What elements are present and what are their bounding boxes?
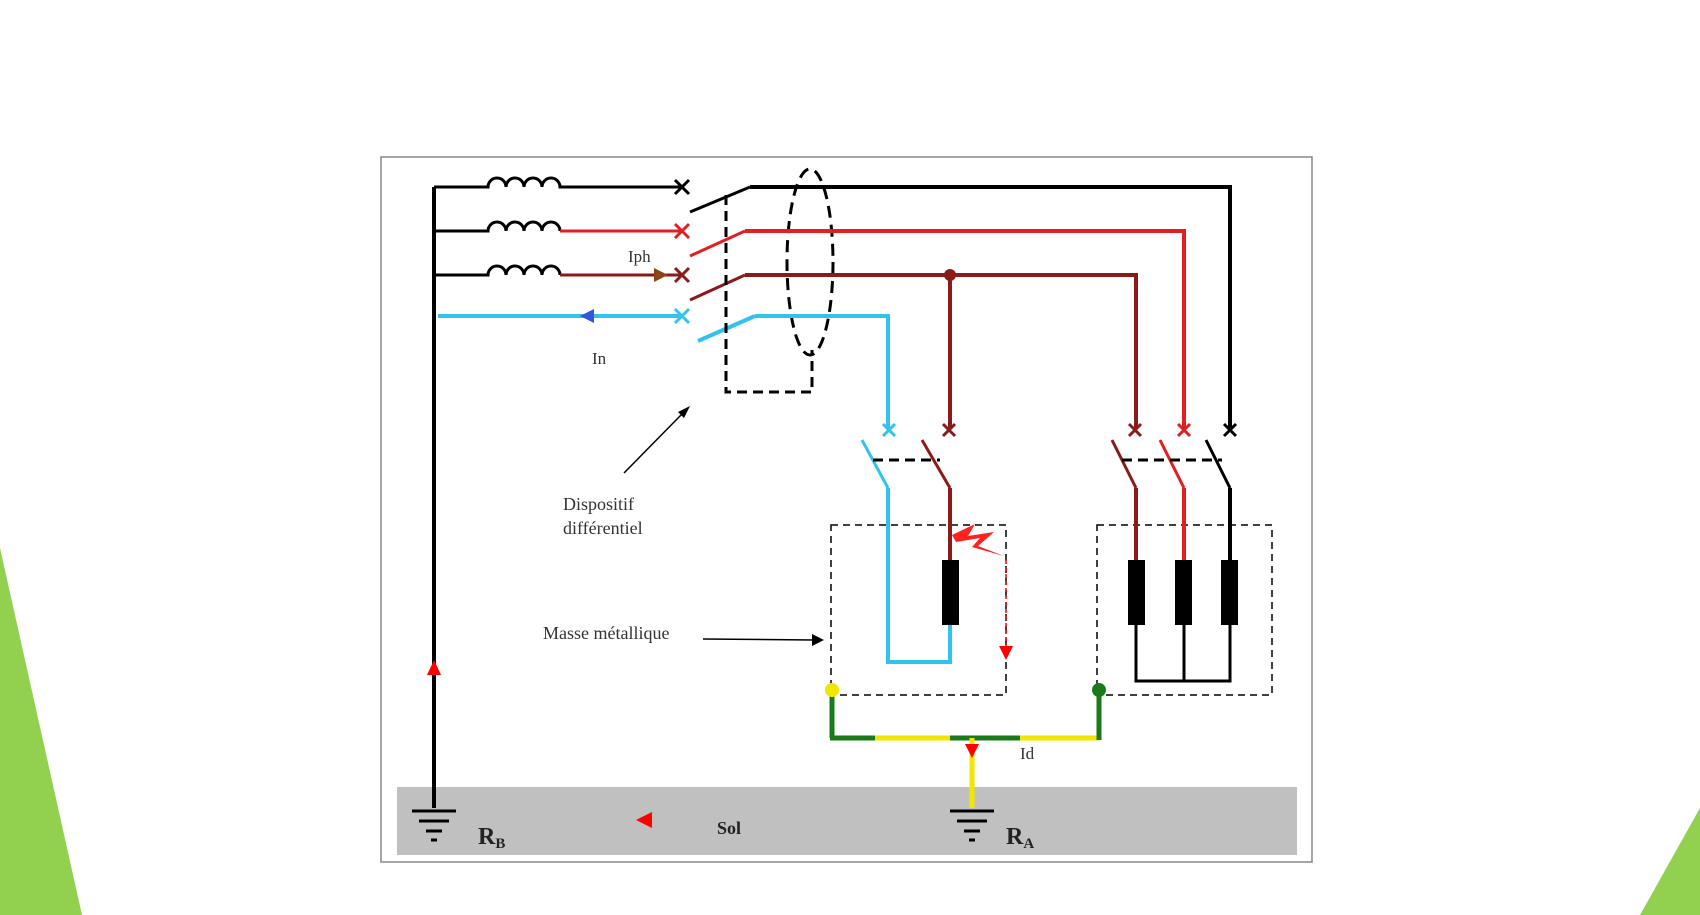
- line-phase2: [745, 229, 1186, 428]
- slide-accent-left: [0, 548, 82, 915]
- line-neutral: [755, 314, 890, 428]
- in-arrow: [580, 309, 594, 323]
- load-left-neutral: [886, 488, 952, 664]
- masse-pointer-head: [812, 634, 824, 646]
- label-id: Id: [1020, 744, 1035, 763]
- earth-point-green: [1092, 683, 1106, 697]
- ground-soil: [397, 787, 1297, 855]
- line-phase3: [745, 273, 1138, 428]
- differential-torus: [785, 167, 835, 357]
- main-switch-blades: [689, 185, 814, 394]
- slide-accent-right: [1640, 808, 1700, 915]
- label-rb: RB: [478, 824, 505, 852]
- load-right-resistor-1: [1128, 560, 1145, 625]
- id-arrow: [965, 744, 979, 758]
- label-ra: RA: [1006, 824, 1034, 852]
- dispositif-pointer: [623, 412, 684, 474]
- label-dispositif-line1: Dispositif: [563, 494, 634, 514]
- label-ra-sub: A: [1023, 836, 1034, 852]
- load-right-resistor-3: [1221, 560, 1238, 625]
- junction-dot: [944, 269, 956, 281]
- dispositif-pointer-head: [678, 406, 690, 418]
- soil-current-arrow: [636, 812, 652, 828]
- masse-pointer: [702, 638, 815, 641]
- metal-casing-left: [830, 524, 1007, 696]
- fault-current-arrow: [999, 646, 1013, 660]
- earth-point-yellow: [825, 683, 839, 697]
- label-dispositif-line2: différentiel: [563, 518, 643, 538]
- label-masse-metallique: Masse métallique: [543, 623, 669, 643]
- label-rb-main: R: [478, 824, 496, 850]
- load-right-star: [1134, 625, 1232, 683]
- load-breaker-blades: [860, 439, 1232, 489]
- earth-symbol-rb: [412, 809, 456, 842]
- load-left-resistor: [942, 560, 959, 625]
- figure-frame: [380, 156, 1313, 863]
- iph-arrow: [654, 268, 668, 282]
- fault-lightning-icon: [952, 524, 1004, 556]
- circuit-diagram: [412, 167, 1273, 842]
- label-ra-main: R: [1006, 824, 1024, 850]
- line-phase1: [750, 185, 1232, 428]
- return-current-arrow: [427, 660, 441, 675]
- load-breaker-terminals: [881, 422, 1238, 438]
- main-switch-terminals: [673, 178, 691, 325]
- transformer-coils: [434, 176, 682, 318]
- label-sol: Sol: [717, 818, 741, 838]
- label-rb-sub: B: [495, 836, 505, 852]
- earth-symbol-ra: [950, 809, 994, 842]
- load-right-resistor-2: [1175, 560, 1192, 625]
- label-iph: Iph: [628, 247, 651, 266]
- label-in: In: [592, 349, 607, 368]
